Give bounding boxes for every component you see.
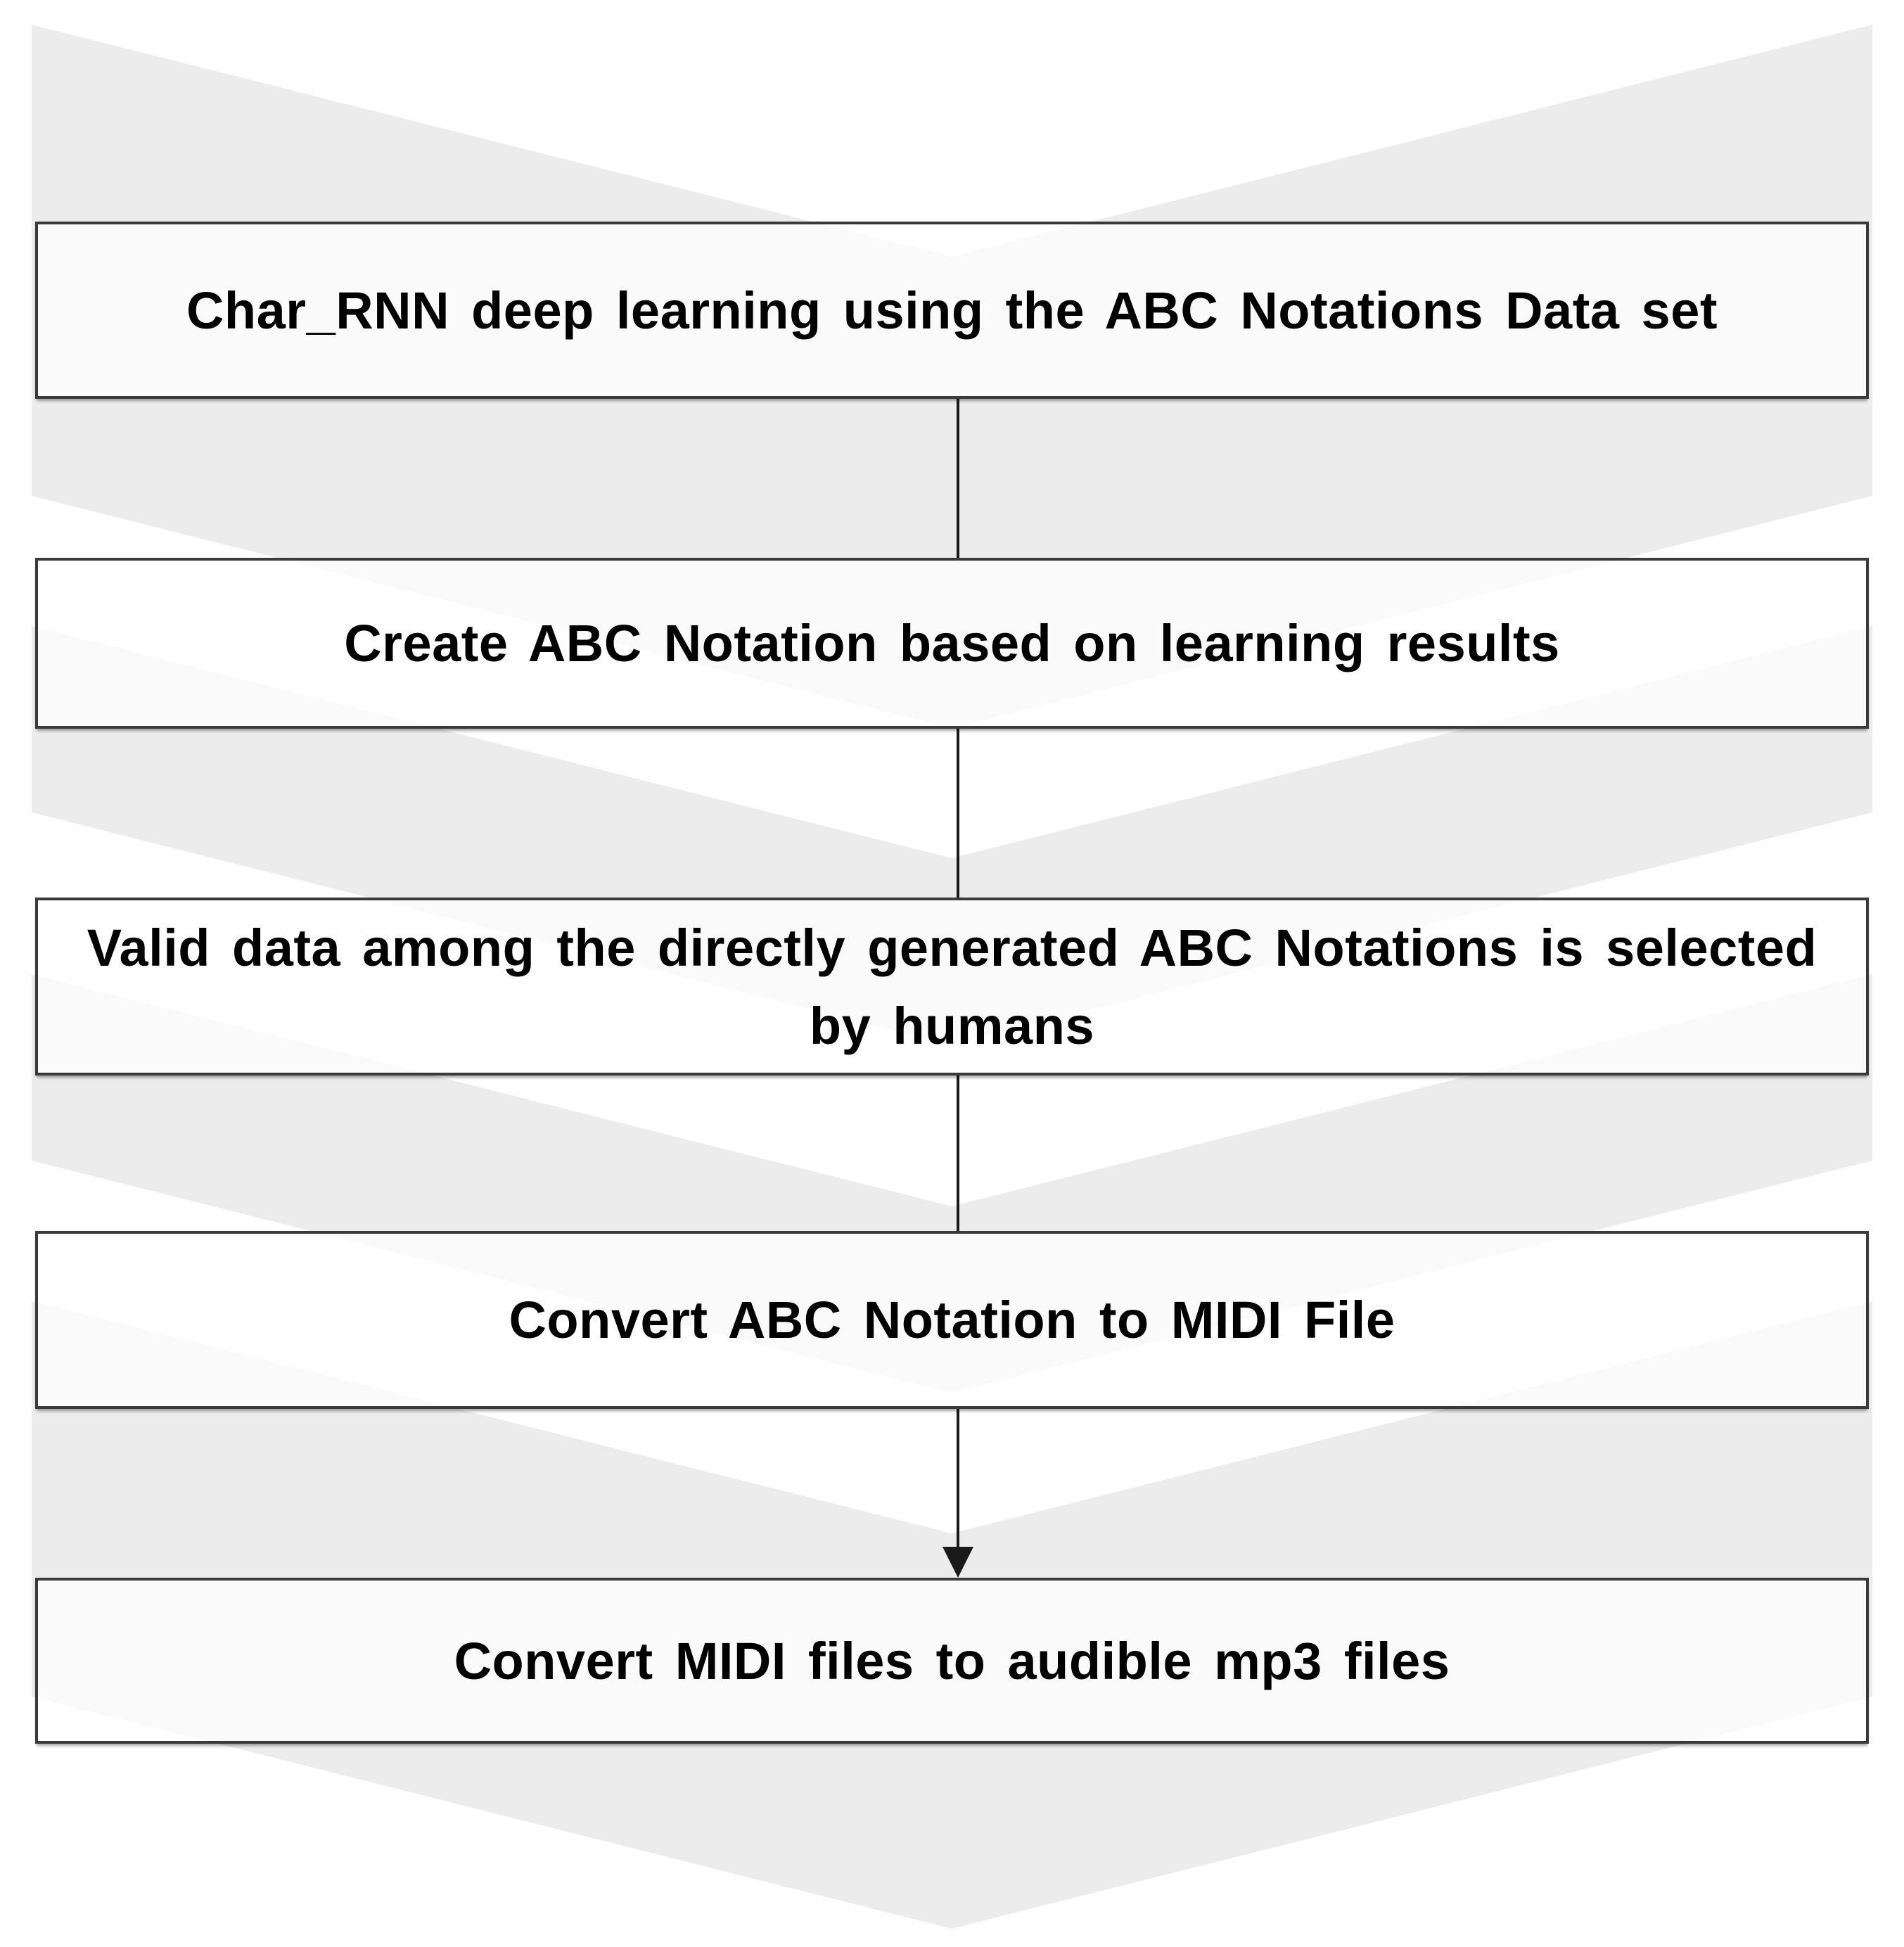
- flow-step-label: Create ABC Notation based on learning re…: [344, 614, 1560, 672]
- flow-step-label: Valid data among the directly generated …: [87, 918, 1817, 1055]
- connector-line-4: [957, 1409, 959, 1550]
- connector-line-3: [957, 1075, 959, 1231]
- flow-step-label: Char_RNN deep learning using the ABC Not…: [186, 281, 1718, 340]
- flow-step-label: Convert ABC Notation to MIDI File: [509, 1291, 1395, 1349]
- flow-step-box-4: Convert ABC Notation to MIDI File: [35, 1231, 1869, 1409]
- flow-step-label: Convert MIDI files to audible mp3 files: [454, 1631, 1450, 1690]
- connector-line-1: [957, 399, 959, 558]
- flow-step-box-1: Char_RNN deep learning using the ABC Not…: [35, 222, 1869, 399]
- connector-line-2: [957, 729, 959, 898]
- flow-step-box-2: Create ABC Notation based on learning re…: [35, 558, 1869, 729]
- flow-step-box-5: Convert MIDI files to audible mp3 files: [35, 1578, 1869, 1744]
- flow-step-box-3: Valid data among the directly generated …: [35, 898, 1869, 1075]
- arrow-down-marker: [943, 1547, 973, 1578]
